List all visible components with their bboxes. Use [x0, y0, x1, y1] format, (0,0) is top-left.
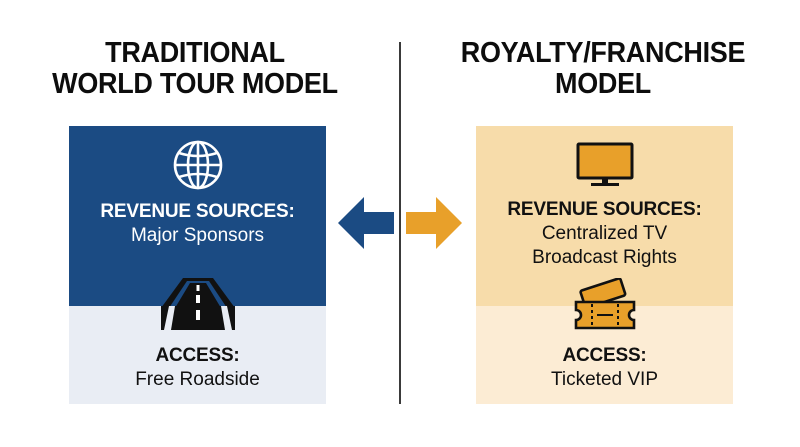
franchise-access-heading: ACCESS:: [562, 345, 647, 366]
center-divider: [399, 42, 401, 404]
franchise-revenue-value-line2: Broadcast Rights: [532, 247, 677, 268]
traditional-title-line1: TRADITIONAL: [105, 37, 285, 69]
traditional-model-panel: REVENUE SOURCES: Major Sponsors ACCESS: …: [69, 126, 326, 404]
traditional-revenue-value: Major Sponsors: [130, 225, 265, 246]
franchise-revenue-text: REVENUE SOURCES: Centralized TV Broadcas…: [476, 198, 733, 270]
franchise-title-line2: MODEL: [555, 68, 651, 100]
franchise-model-title: ROYALTY/FRANCHISE MODEL: [445, 38, 761, 100]
traditional-revenue-text: REVENUE SOURCES: Major Sponsors: [69, 200, 326, 248]
franchise-revenue-heading: REVENUE SOURCES:: [507, 199, 702, 220]
arrow-right-icon: [406, 197, 462, 249]
traditional-access-section: ACCESS: Free Roadside: [69, 306, 326, 404]
traditional-revenue-heading: REVENUE SOURCES:: [100, 201, 295, 222]
traditional-model-title: TRADITIONAL WORLD TOUR MODEL: [37, 38, 353, 100]
franchise-access-text: ACCESS: Ticketed VIP: [476, 344, 733, 392]
traditional-access-heading: ACCESS:: [155, 345, 240, 366]
traditional-revenue-section: REVENUE SOURCES: Major Sponsors: [69, 126, 326, 308]
road-icon: [161, 278, 235, 308]
tv-icon: [576, 142, 634, 186]
ticket-icon: [574, 278, 636, 330]
franchise-title-line1: ROYALTY/FRANCHISE: [460, 37, 746, 69]
traditional-access-text: ACCESS: Free Roadside: [69, 344, 326, 392]
traditional-title-line2: WORLD TOUR MODEL: [52, 68, 338, 100]
franchise-revenue-value-line1: Centralized TV: [541, 223, 668, 244]
traditional-access-value: Free Roadside: [135, 369, 260, 390]
franchise-model-panel: REVENUE SOURCES: Centralized TV Broadcas…: [476, 126, 733, 404]
globe-icon: [173, 140, 223, 190]
franchise-revenue-section: REVENUE SOURCES: Centralized TV Broadcas…: [476, 126, 733, 306]
arrow-left-icon: [338, 197, 394, 249]
franchise-access-value: Ticketed VIP: [550, 369, 658, 390]
road-icon-base: [161, 306, 235, 330]
